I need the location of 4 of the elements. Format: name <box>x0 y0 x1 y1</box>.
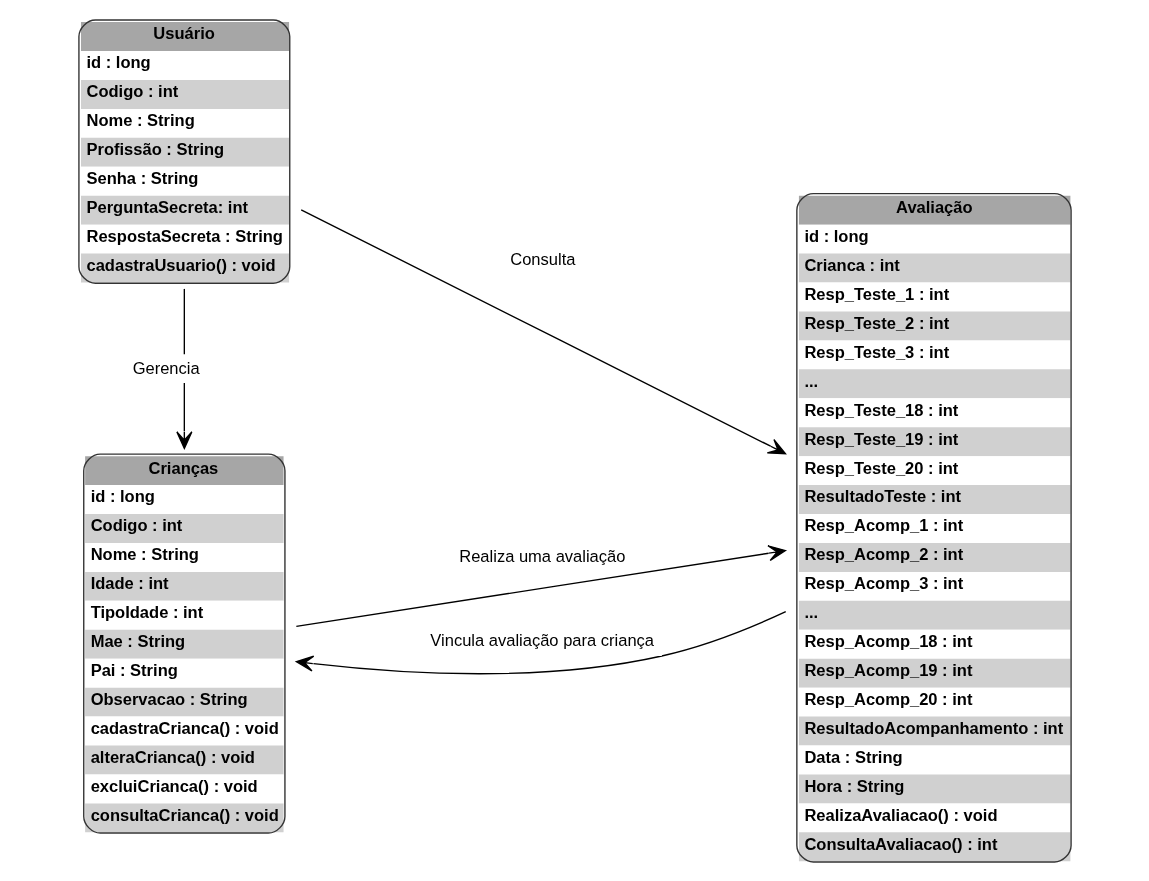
edge-label: Realiza uma avaliação <box>458 546 625 566</box>
edge-label: Vincula avaliação para criança <box>429 630 654 650</box>
edge-label: Gerencia <box>132 358 200 378</box>
edge-label: Consulta <box>509 249 575 269</box>
